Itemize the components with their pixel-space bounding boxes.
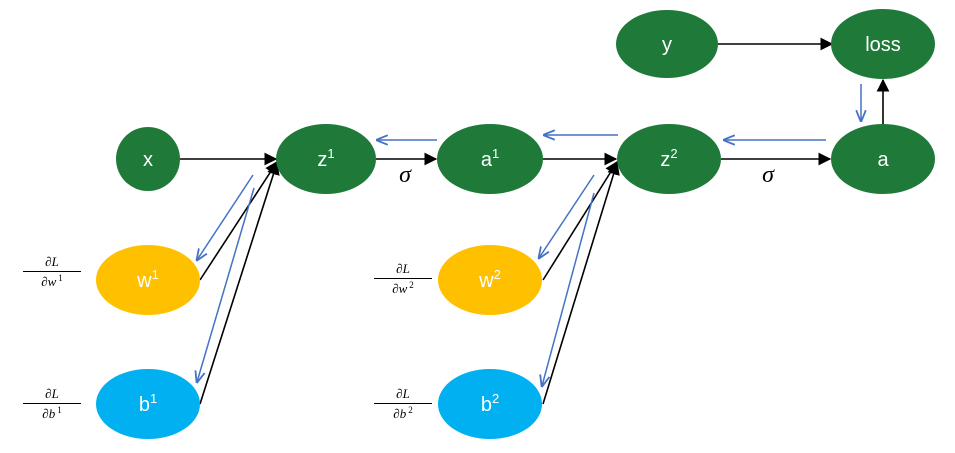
- edge-w2-z2: [542, 160, 618, 281]
- node-w2: w2: [438, 245, 542, 315]
- node-y-label: y: [662, 34, 672, 56]
- grad-label-b2-num: ∂L: [396, 386, 410, 401]
- node-x-shape: [116, 127, 180, 191]
- node-a-label: a: [877, 149, 889, 171]
- node-loss-label: loss: [865, 34, 901, 56]
- edge-b1-z1: [199, 161, 280, 405]
- grad-z1-b1: [197, 187, 255, 382]
- node-b1: b1: [96, 369, 200, 439]
- node-w1-shape: [96, 245, 200, 315]
- node-b1-shape: [96, 369, 200, 439]
- grad-label-b1-num: ∂L: [45, 386, 59, 401]
- node-b2-shape: [438, 369, 542, 439]
- forward-edges: [180, 37, 890, 405]
- node-z2-shape: [617, 124, 721, 194]
- node-a1-shape: [437, 124, 543, 194]
- grad-z2-b2: [542, 192, 595, 386]
- node-x-label: x: [143, 149, 153, 171]
- node-w2-shape: [438, 245, 542, 315]
- node-a-shape: [831, 124, 935, 194]
- node-z2-label: z2: [660, 146, 677, 171]
- node-loss: loss: [831, 9, 935, 79]
- node-a1-label: a1: [481, 146, 499, 171]
- node-y-shape: [616, 10, 718, 78]
- edge-w1-z1: [199, 160, 278, 281]
- grad-label-w2-num: ∂L: [396, 261, 410, 276]
- node-y: y: [616, 10, 718, 78]
- node-b2: b2: [438, 369, 542, 439]
- node-z1-label: z1: [317, 146, 334, 171]
- node-b1-label: b1: [139, 391, 157, 416]
- node-a: a: [831, 124, 935, 194]
- grad-z2-w2: [539, 174, 595, 258]
- node-x: x: [116, 127, 180, 191]
- grad-label-w1-num: ∂L: [45, 254, 59, 269]
- node-loss-shape: [831, 9, 935, 79]
- grad-z1-w1: [197, 174, 254, 260]
- node-w1: w1: [96, 245, 200, 315]
- node-a1: a1: [437, 124, 543, 194]
- node-b2-label: b2: [481, 391, 499, 416]
- node-w1-label: w1: [136, 267, 159, 292]
- node-z1-shape: [276, 124, 376, 194]
- backward-edges: [197, 84, 861, 386]
- node-z1: z1: [276, 124, 376, 194]
- node-w2-label: w2: [478, 267, 501, 292]
- edge-b2-z2: [542, 161, 620, 405]
- activation-sigma-2: σ: [762, 162, 775, 188]
- node-z2: z2: [617, 124, 721, 194]
- activation-sigma-1: σ: [399, 162, 412, 188]
